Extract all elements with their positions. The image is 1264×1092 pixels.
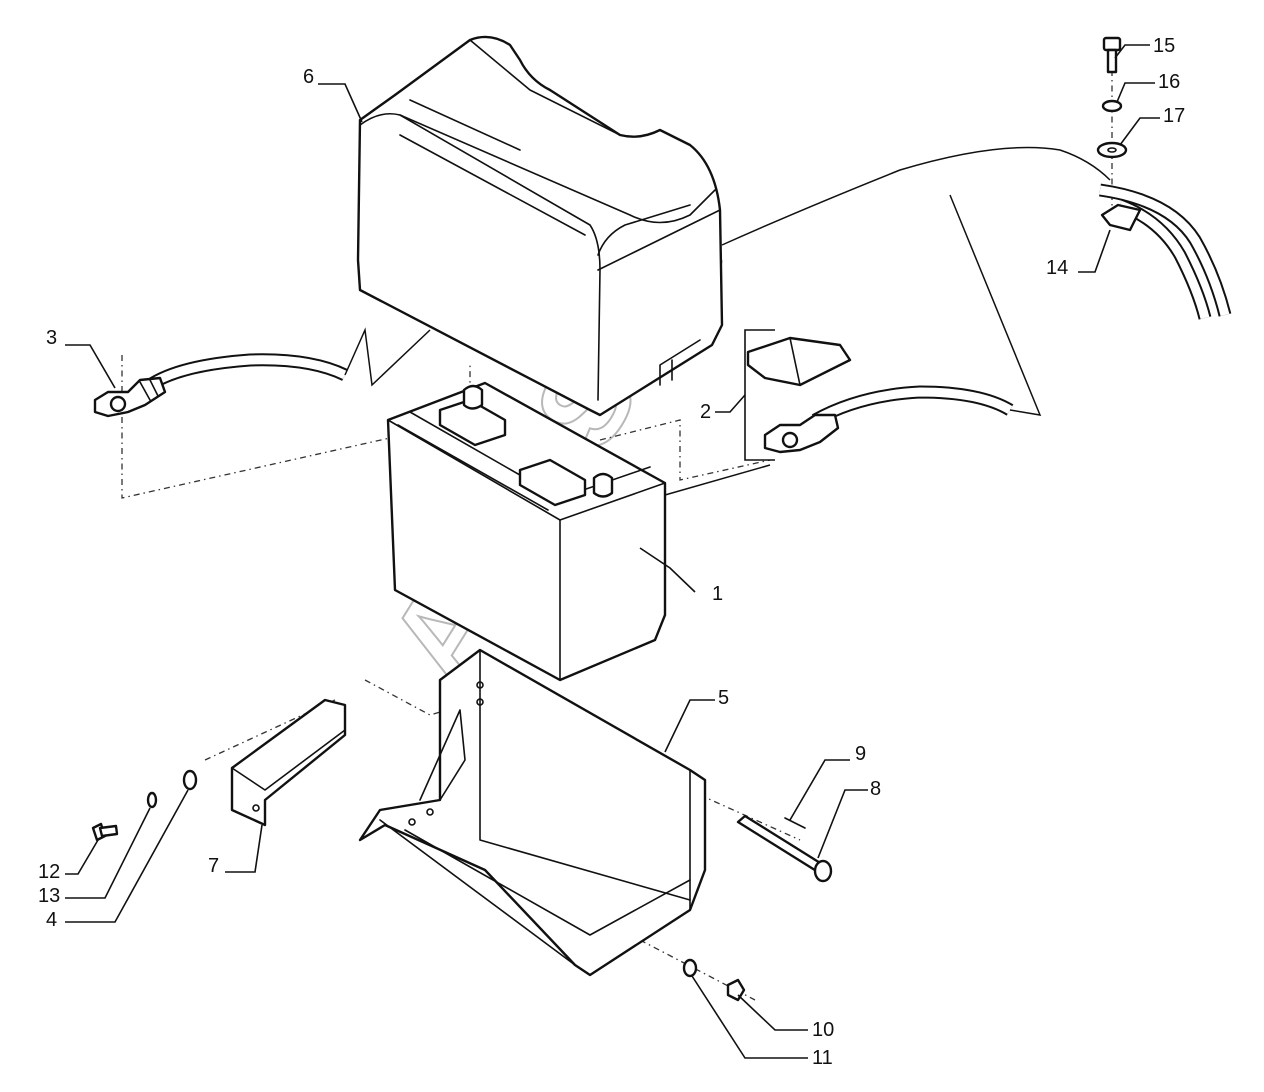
callout-11: 11: [812, 1047, 833, 1069]
callout-9: 9: [855, 743, 866, 765]
bracket: [230, 698, 347, 827]
battery-cover: [356, 35, 724, 417]
washer-11: [682, 958, 698, 978]
callout-13: 13: [38, 885, 60, 907]
wire-negative: [344, 327, 431, 387]
callout-labels: 6 3 2 1 5 14 15 16 17 9 8 7 12 13 4 10 1…: [38, 35, 1185, 1069]
hose-bundle: [1099, 183, 1232, 320]
washer-17: [1096, 141, 1128, 159]
nut-10: [726, 978, 746, 1002]
lock-washer-13: [146, 791, 158, 809]
callout-15: 15: [1153, 35, 1175, 57]
callout-5: 5: [718, 687, 729, 709]
callout-4: 4: [46, 909, 57, 931]
callout-14: 14: [1046, 257, 1068, 279]
clip-9: [784, 817, 806, 829]
callout-10: 10: [812, 1019, 834, 1041]
callout-3: 3: [46, 327, 57, 349]
nut-16: [1101, 99, 1123, 113]
wire-branch: [949, 194, 1042, 416]
wire-positive: [664, 464, 771, 496]
negative-cable: [93, 353, 348, 418]
wire-harness: [721, 146, 1111, 246]
positive-cable: [744, 329, 1014, 461]
callout-16: 16: [1158, 71, 1180, 93]
callout-6: 6: [303, 66, 314, 88]
screw-12: [91, 822, 119, 842]
washer-4: [182, 769, 198, 791]
callout-12: 12: [38, 861, 60, 883]
callout-17: 17: [1163, 105, 1185, 127]
leader-lines: [65, 44, 1160, 1059]
pin-8: [736, 814, 833, 883]
callout-8: 8: [870, 778, 881, 800]
callout-1: 1: [712, 583, 723, 605]
battery: [386, 381, 667, 682]
callout-7: 7: [208, 855, 219, 877]
callout-2: 2: [700, 401, 711, 423]
battery-tray: [358, 648, 707, 977]
bolt-15: [1102, 36, 1122, 74]
